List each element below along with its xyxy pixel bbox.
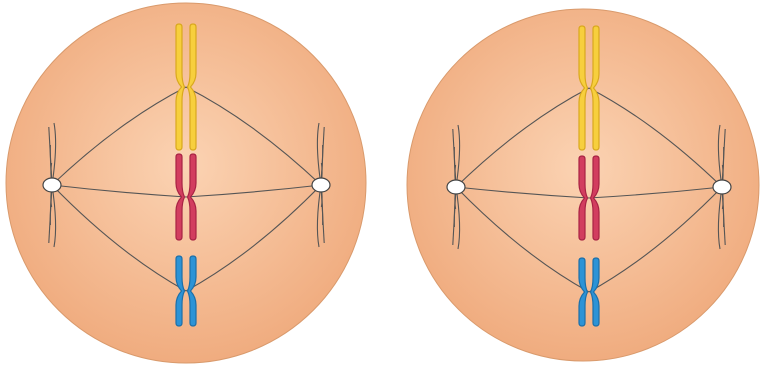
centrosome-right — [312, 178, 330, 192]
centrosome-left — [447, 180, 465, 194]
cell-left — [6, 3, 366, 363]
cells-layer — [6, 3, 759, 363]
centrosome-left — [43, 178, 61, 192]
cell-right — [407, 9, 759, 361]
centrosome-right — [713, 180, 731, 194]
